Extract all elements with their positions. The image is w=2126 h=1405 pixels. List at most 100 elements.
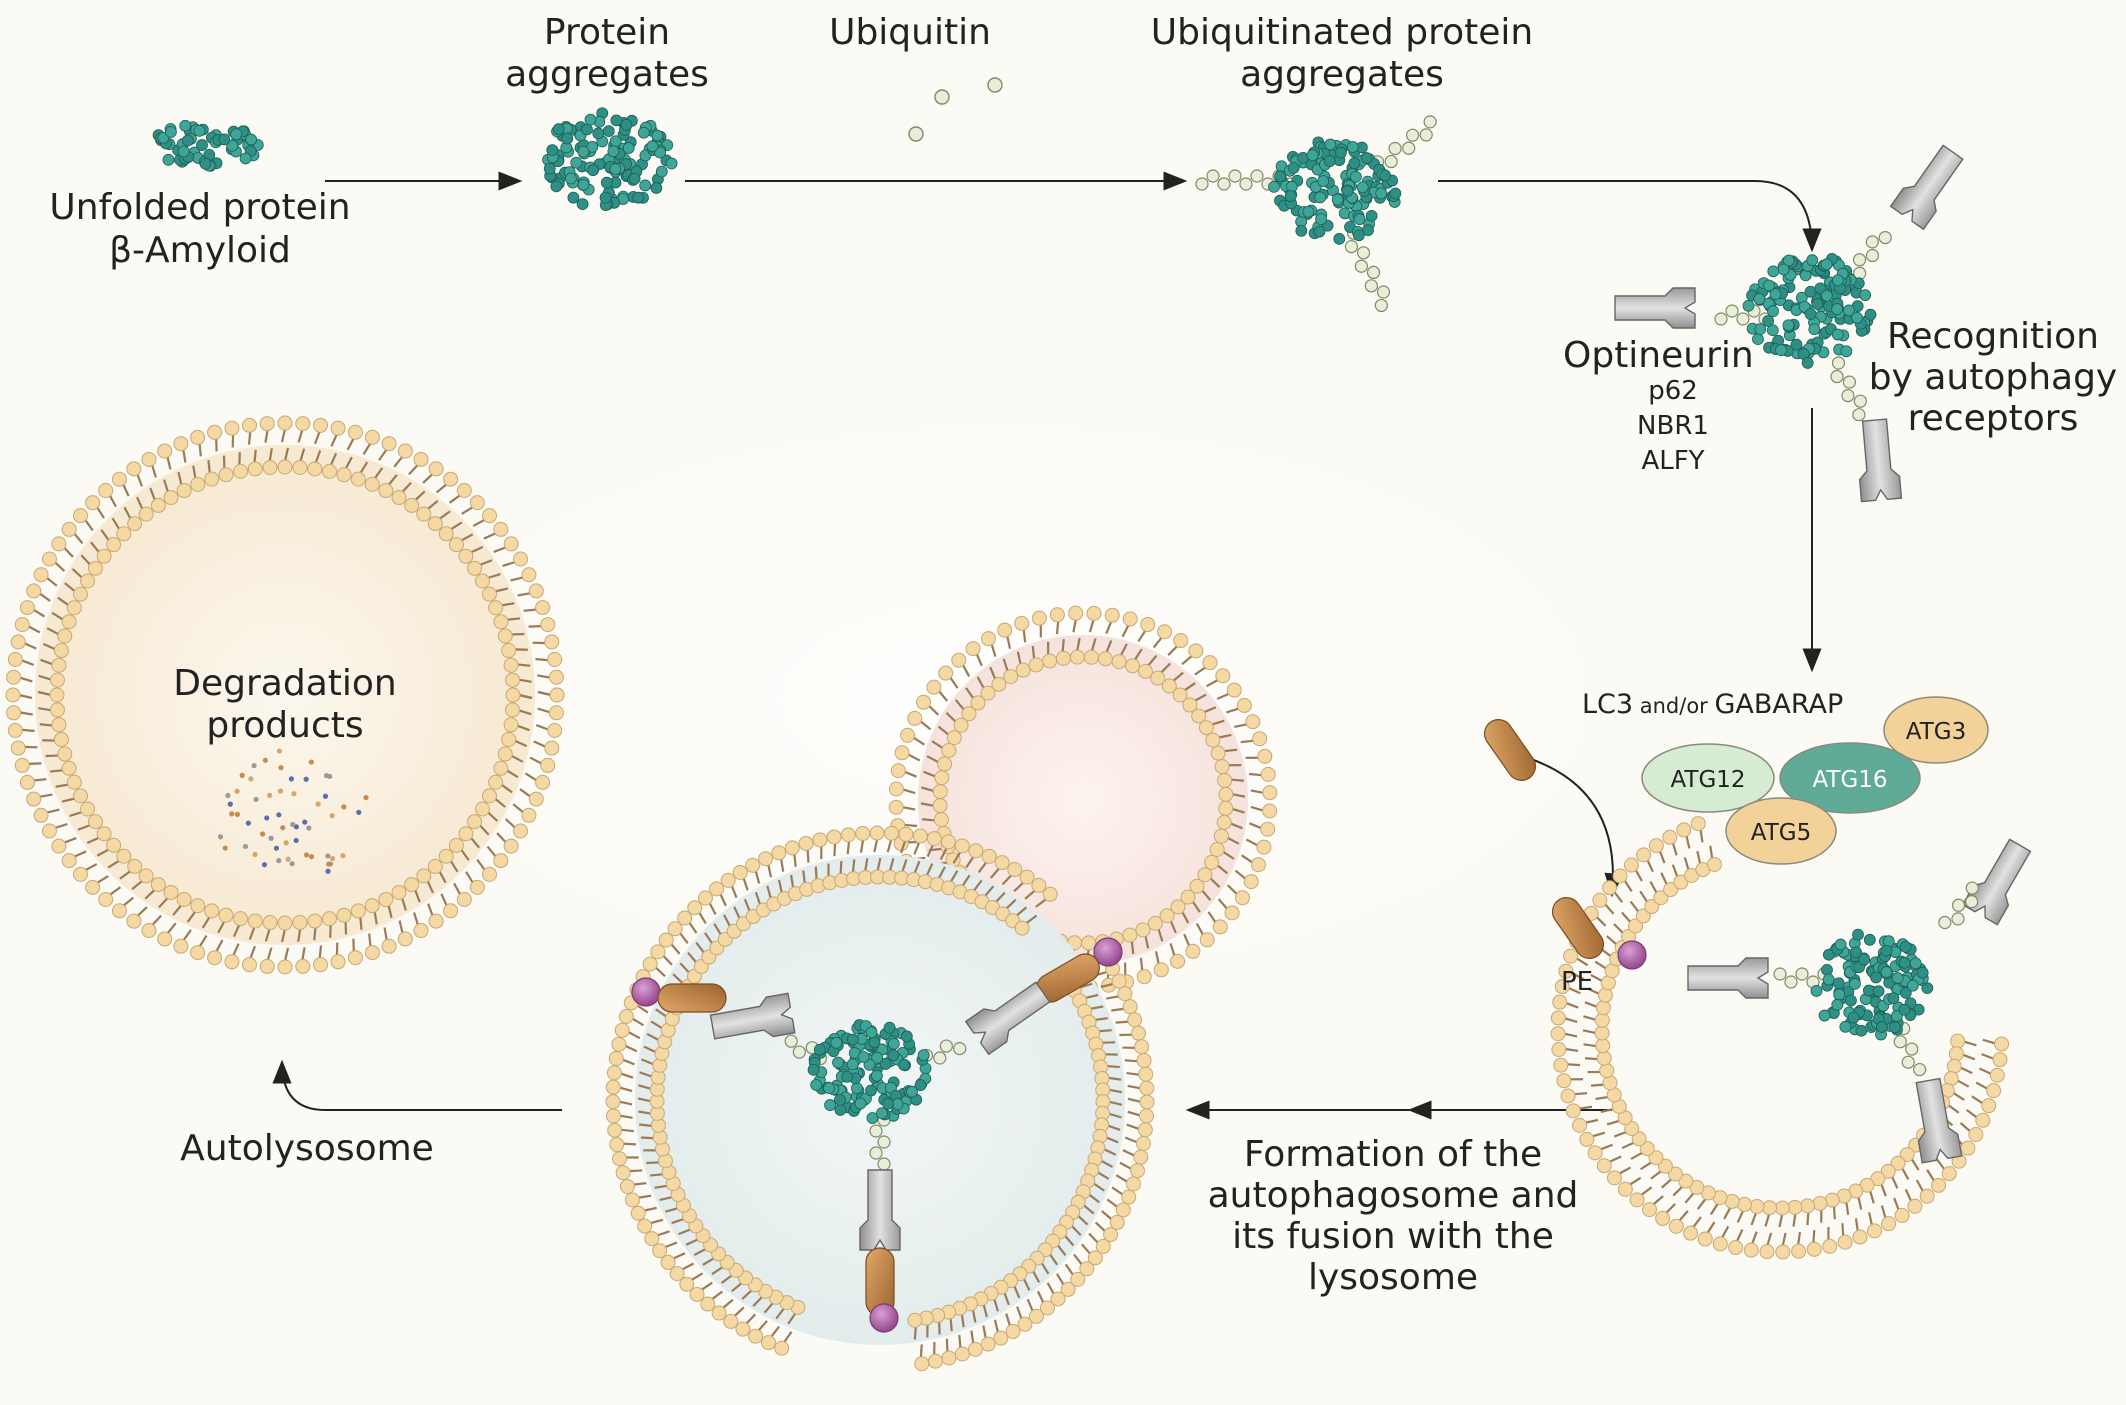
lipid-head bbox=[698, 891, 712, 905]
lipid-head bbox=[348, 425, 362, 439]
lipid-head bbox=[1669, 1219, 1683, 1233]
lipid-head bbox=[351, 904, 365, 918]
degradation-product bbox=[324, 773, 329, 778]
degradation-product bbox=[363, 795, 368, 800]
lipid-head bbox=[548, 724, 562, 738]
unfolded-protein-cluster bbox=[153, 120, 263, 171]
lipid-tail bbox=[1583, 1030, 1596, 1033]
aggregate-bead bbox=[240, 153, 251, 164]
aggregate-bead bbox=[1314, 226, 1325, 237]
lipid-head bbox=[449, 838, 463, 852]
lipid-head bbox=[1713, 1237, 1727, 1251]
lipid-tail bbox=[268, 948, 272, 961]
lipid-tail bbox=[97, 876, 108, 883]
lipid-head bbox=[337, 468, 351, 482]
ubiquitin-bead bbox=[1737, 313, 1749, 325]
aggregate-bead bbox=[1876, 1022, 1887, 1033]
lipid-head bbox=[1603, 881, 1617, 895]
lipid-head bbox=[1949, 1047, 1963, 1061]
ubiquitin-bead bbox=[1914, 1064, 1926, 1076]
lipid-head bbox=[549, 670, 563, 684]
degradation-product bbox=[223, 845, 228, 850]
aggregate-bead bbox=[194, 125, 205, 136]
lipid-head bbox=[67, 601, 81, 615]
lipid-head bbox=[208, 425, 222, 439]
lipid-head bbox=[174, 437, 188, 451]
lipid-head bbox=[1649, 839, 1663, 853]
lipid-head bbox=[1246, 715, 1260, 729]
lipid-tail bbox=[853, 859, 854, 872]
lipid-head bbox=[365, 946, 379, 960]
degradation-product bbox=[235, 789, 240, 794]
lipid-tail bbox=[1249, 774, 1262, 775]
lipid-head bbox=[1084, 650, 1098, 664]
lipid-tail bbox=[1906, 1189, 1912, 1201]
ubiquitin-bead bbox=[1345, 241, 1357, 253]
lipid-head bbox=[1825, 1193, 1839, 1207]
aggregate-bead bbox=[1832, 304, 1843, 315]
aggregate-bead bbox=[611, 115, 622, 126]
lipid-head bbox=[468, 815, 482, 829]
lipid-head bbox=[1141, 618, 1155, 632]
degradation-product bbox=[243, 844, 248, 849]
lipid-head bbox=[1737, 1197, 1751, 1211]
lipid-head bbox=[1566, 1104, 1580, 1118]
lipid-tail bbox=[199, 936, 206, 947]
lipid-head bbox=[915, 1357, 929, 1371]
atg5-label: ATG5 bbox=[1751, 820, 1811, 846]
lipid-tail bbox=[646, 1162, 659, 1163]
aggregate-bead bbox=[824, 1083, 835, 1094]
lipid-head bbox=[191, 899, 205, 913]
lipid-head bbox=[522, 808, 536, 822]
degradation-product bbox=[218, 834, 223, 839]
lipid-tail bbox=[1038, 1291, 1044, 1303]
lipid-head bbox=[164, 885, 178, 899]
lipid-tail bbox=[1662, 1179, 1672, 1188]
lipid-head bbox=[62, 522, 76, 536]
lipid-head bbox=[955, 1347, 969, 1361]
lipid-head bbox=[1135, 1040, 1149, 1054]
lipid-tail bbox=[619, 1116, 632, 1118]
lipid-tail bbox=[1979, 1068, 1991, 1074]
aggregate-bead bbox=[851, 1083, 862, 1094]
ubiquitin-bead bbox=[1365, 280, 1377, 292]
degradation-product bbox=[248, 776, 253, 781]
lipid-tail bbox=[74, 533, 82, 543]
lipid-tail bbox=[320, 945, 321, 958]
arrow-to-recognition bbox=[1438, 181, 1812, 250]
ubiquitin-bead bbox=[1229, 170, 1241, 182]
lipid-head bbox=[1225, 906, 1239, 920]
lipid-head bbox=[1942, 1167, 1956, 1181]
lipid-head bbox=[917, 695, 931, 709]
lipid-head bbox=[242, 418, 256, 432]
lipid-tail bbox=[1767, 1233, 1771, 1246]
lipid-head bbox=[482, 587, 496, 601]
ubiquitin-bead bbox=[1796, 968, 1808, 980]
ubiquitin-bead bbox=[1207, 170, 1219, 182]
lipid-head bbox=[482, 789, 496, 803]
lipid-head bbox=[225, 421, 239, 435]
phagophore-aggregate-cluster bbox=[1811, 929, 1933, 1040]
aggregate-bead bbox=[180, 120, 191, 131]
lipid-head bbox=[1775, 1201, 1789, 1215]
aggregate-bead bbox=[1834, 989, 1845, 1000]
degradation-product bbox=[240, 773, 245, 778]
aggregate-bead bbox=[568, 192, 579, 203]
lipid-head bbox=[952, 653, 966, 667]
aggregate-bead bbox=[1860, 290, 1871, 301]
aggregate-bead bbox=[808, 1064, 819, 1075]
aggregate-bead bbox=[1342, 185, 1353, 196]
lipid-head bbox=[88, 561, 102, 575]
ubiquitin-bead bbox=[1355, 260, 1367, 272]
aggregate-bead bbox=[811, 1079, 822, 1090]
lipid-head bbox=[1961, 1141, 1975, 1155]
lipid-head bbox=[1098, 652, 1112, 666]
degradation-product bbox=[264, 815, 269, 820]
lipid-head bbox=[314, 958, 328, 972]
degradation-product bbox=[276, 858, 281, 863]
lipid-head bbox=[1868, 1224, 1882, 1238]
lipid-head bbox=[73, 867, 87, 881]
lipid-head bbox=[659, 933, 673, 947]
aggregate-bead bbox=[1316, 214, 1327, 225]
ubiquitin-chain bbox=[1345, 227, 1389, 311]
